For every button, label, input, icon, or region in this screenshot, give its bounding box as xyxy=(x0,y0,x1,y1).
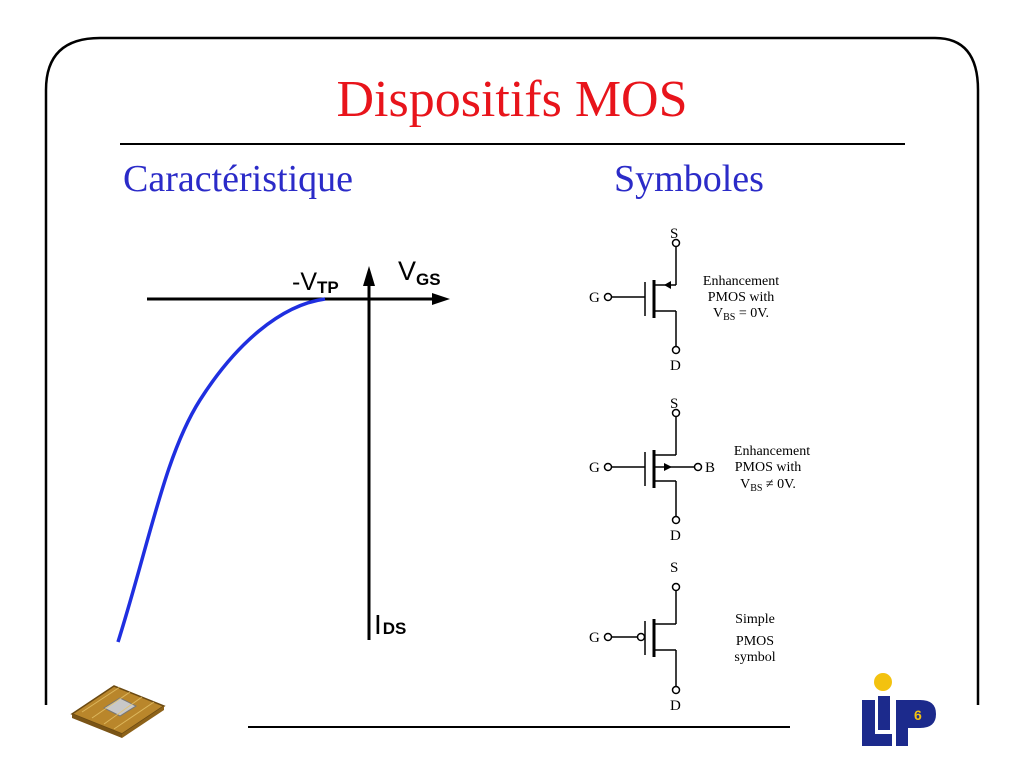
description-line: PMOS with xyxy=(708,290,775,305)
drain-terminal xyxy=(671,685,681,695)
gate-terminal xyxy=(603,462,613,472)
vgs-axis-arrow xyxy=(432,293,450,305)
drain-label: D xyxy=(670,358,681,374)
gate-bubble xyxy=(636,632,646,642)
vgs-label: VGS xyxy=(398,256,441,289)
ids-label: IDS xyxy=(374,609,406,640)
lip6-logo: 6 xyxy=(862,673,936,746)
pmos-symbol-3: S G D Simple PMOS symbol xyxy=(589,560,776,714)
drain-terminal xyxy=(671,515,681,525)
gate-label: G xyxy=(589,290,600,306)
drain-terminal xyxy=(671,345,681,355)
source-terminal xyxy=(671,408,681,418)
description-line: Enhancement xyxy=(734,444,810,459)
condition-label: VBS = 0V. xyxy=(713,306,769,323)
bulk-terminal xyxy=(693,462,703,472)
svg-text:6: 6 xyxy=(914,707,922,723)
gate-terminal xyxy=(603,292,613,302)
condition-label: VBS ≠ 0V. xyxy=(740,477,796,494)
bulk-label: B xyxy=(705,460,715,476)
gate-label: G xyxy=(589,460,600,476)
description-line: PMOS with xyxy=(735,460,802,475)
threshold-label: -VTP xyxy=(292,268,339,297)
heading-caracteristique: Caractéristique xyxy=(123,158,354,200)
source-arrow xyxy=(664,281,671,289)
heading-symboles: Symboles xyxy=(614,158,764,200)
drain-label: D xyxy=(670,528,681,544)
source-terminal xyxy=(671,238,681,248)
ids-axis-arrow xyxy=(363,266,375,286)
gate-label: G xyxy=(589,630,600,646)
chip-icon xyxy=(70,685,166,738)
slide-title: Dispositifs MOS xyxy=(336,71,688,128)
source-label: S xyxy=(670,226,678,242)
pmos-symbol-1: S G D Enhancement PMOS with VBS = 0V. xyxy=(589,226,779,374)
source-label: S xyxy=(670,560,678,576)
description-line: Simple xyxy=(735,612,775,627)
description-line: Enhancement xyxy=(703,274,779,289)
description-line: PMOS xyxy=(736,634,774,649)
bulk-arrow xyxy=(664,463,672,471)
ids-vgs-curve xyxy=(116,297,326,643)
source-label: S xyxy=(670,396,678,412)
source-terminal xyxy=(671,582,681,592)
drain-label: D xyxy=(670,698,681,714)
description-line: symbol xyxy=(734,650,775,665)
gate-terminal xyxy=(603,632,613,642)
pmos-symbol-2: S G B D Enhancement PMOS with VBS ≠ 0V. xyxy=(589,396,810,544)
